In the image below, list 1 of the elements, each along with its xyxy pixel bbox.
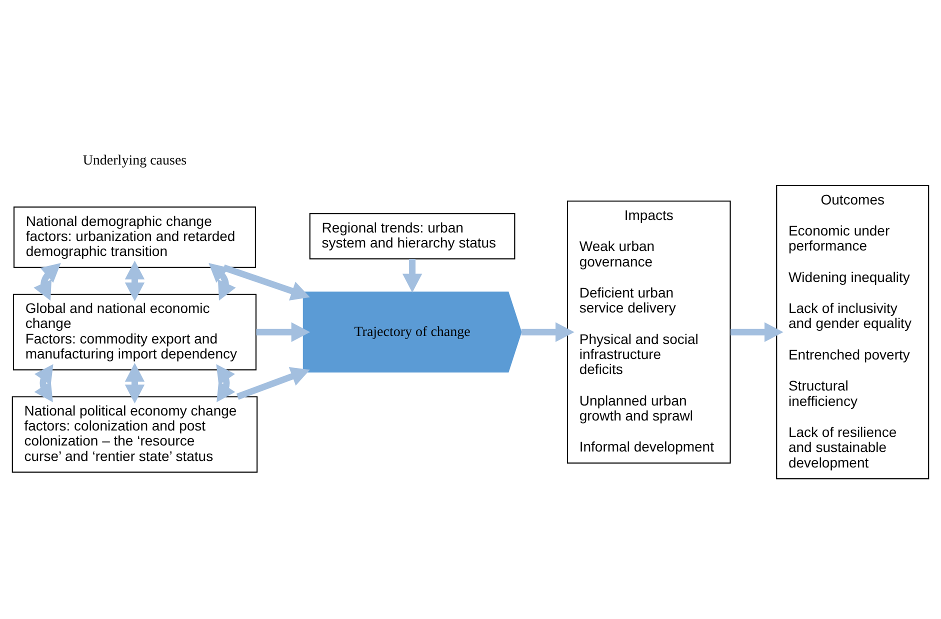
label: Underlying causes xyxy=(82,152,187,168)
